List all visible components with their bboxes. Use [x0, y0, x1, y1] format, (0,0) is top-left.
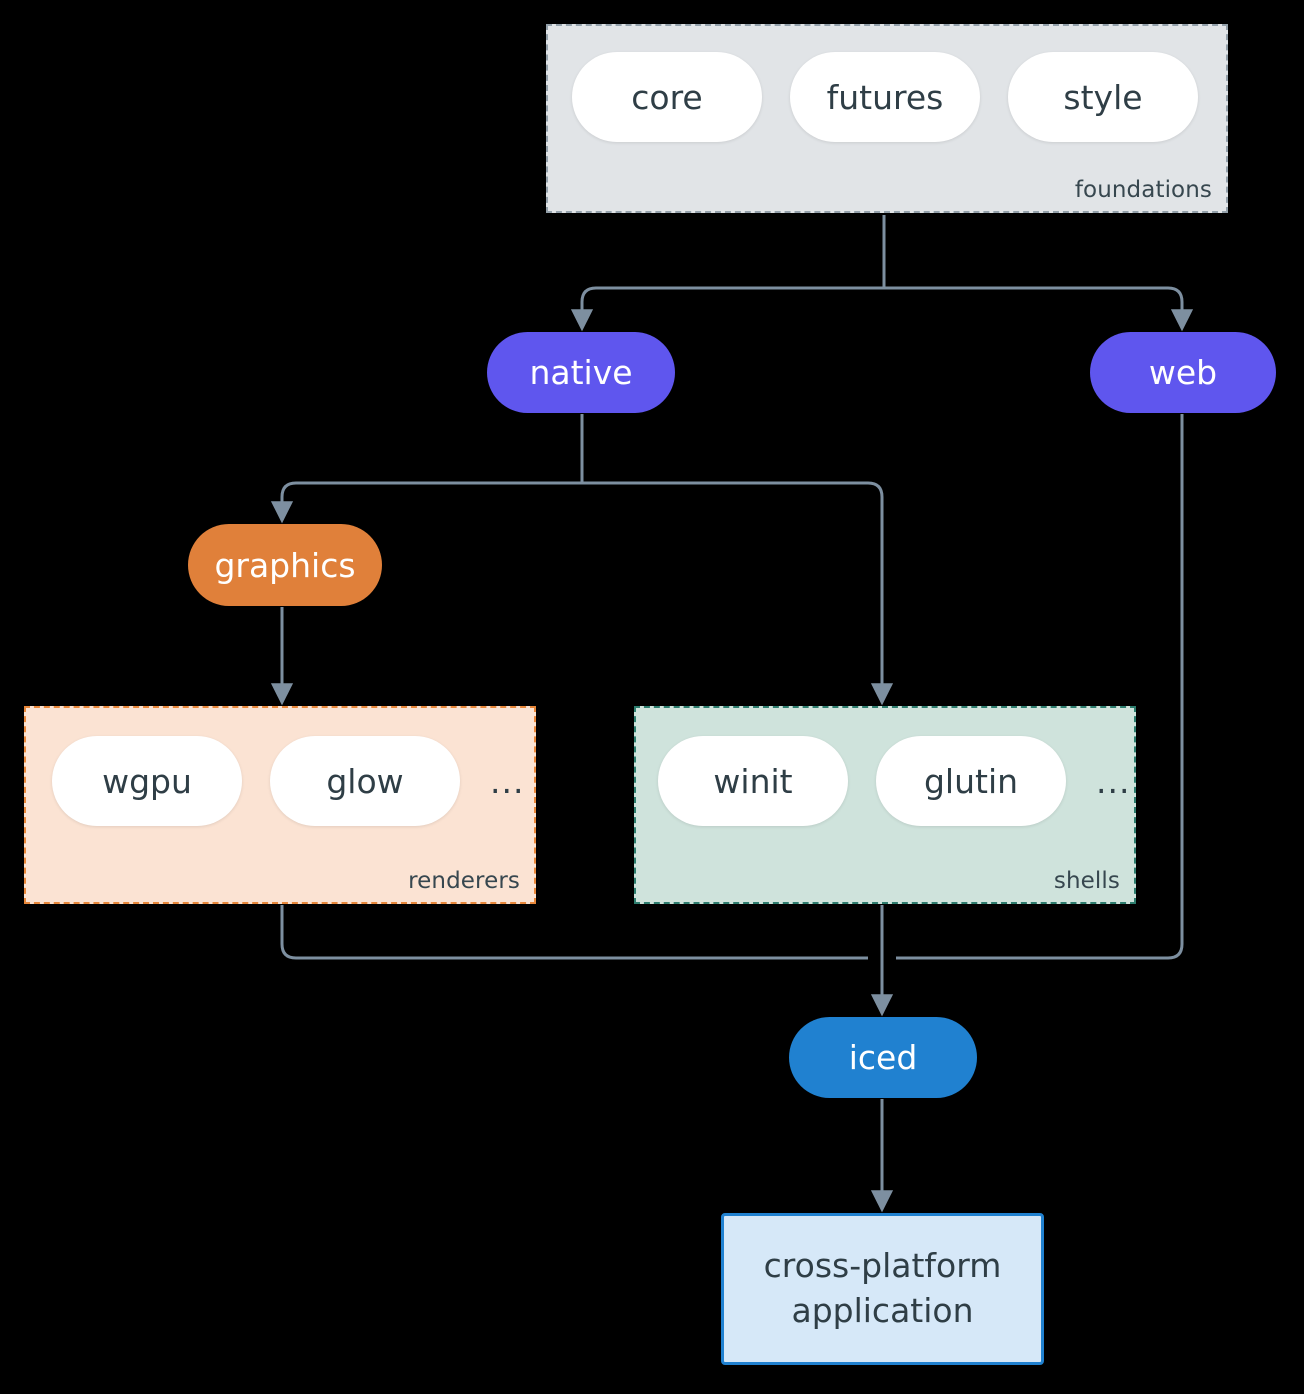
leaf-style[interactable]: style: [1008, 52, 1198, 142]
group-renderers-label: renderers: [408, 868, 520, 894]
application-line-1: cross-platform: [763, 1246, 1002, 1286]
group-renderers: wgpu glow ... renderers: [24, 706, 536, 904]
leaf-futures[interactable]: futures: [790, 52, 980, 142]
group-shells-label: shells: [1053, 868, 1120, 894]
node-native[interactable]: native: [487, 332, 675, 413]
group-renderers-items: wgpu glow ...: [26, 708, 524, 930]
edge-native-to-graphics: [270, 481, 582, 524]
leaf-glow[interactable]: glow: [270, 736, 460, 826]
leaf-wgpu[interactable]: wgpu: [52, 736, 242, 826]
node-web[interactable]: web: [1090, 332, 1276, 413]
shells-more-ellipsis: ...: [1096, 761, 1131, 801]
application-line-2: application: [791, 1291, 974, 1330]
leaf-winit[interactable]: winit: [658, 736, 848, 826]
node-cross-platform-application[interactable]: cross-platform application: [721, 1213, 1044, 1365]
leaf-glutin[interactable]: glutin: [876, 736, 1066, 826]
edge-foundations-to-native: [570, 286, 884, 332]
edge-foundations-to-web: [884, 286, 1194, 332]
group-shells-items: winit glutin ...: [636, 708, 1130, 930]
node-graphics[interactable]: graphics: [188, 524, 382, 606]
edge-native-to-shells: [582, 481, 894, 706]
group-foundations-label: foundations: [1074, 177, 1212, 203]
group-foundations: core futures style foundations: [546, 24, 1228, 213]
leaf-core[interactable]: core: [572, 52, 762, 142]
node-iced[interactable]: iced: [789, 1017, 977, 1098]
renderers-more-ellipsis: ...: [490, 761, 525, 801]
group-shells: winit glutin ... shells: [634, 706, 1136, 904]
group-foundations-items: core futures style: [548, 26, 1198, 237]
